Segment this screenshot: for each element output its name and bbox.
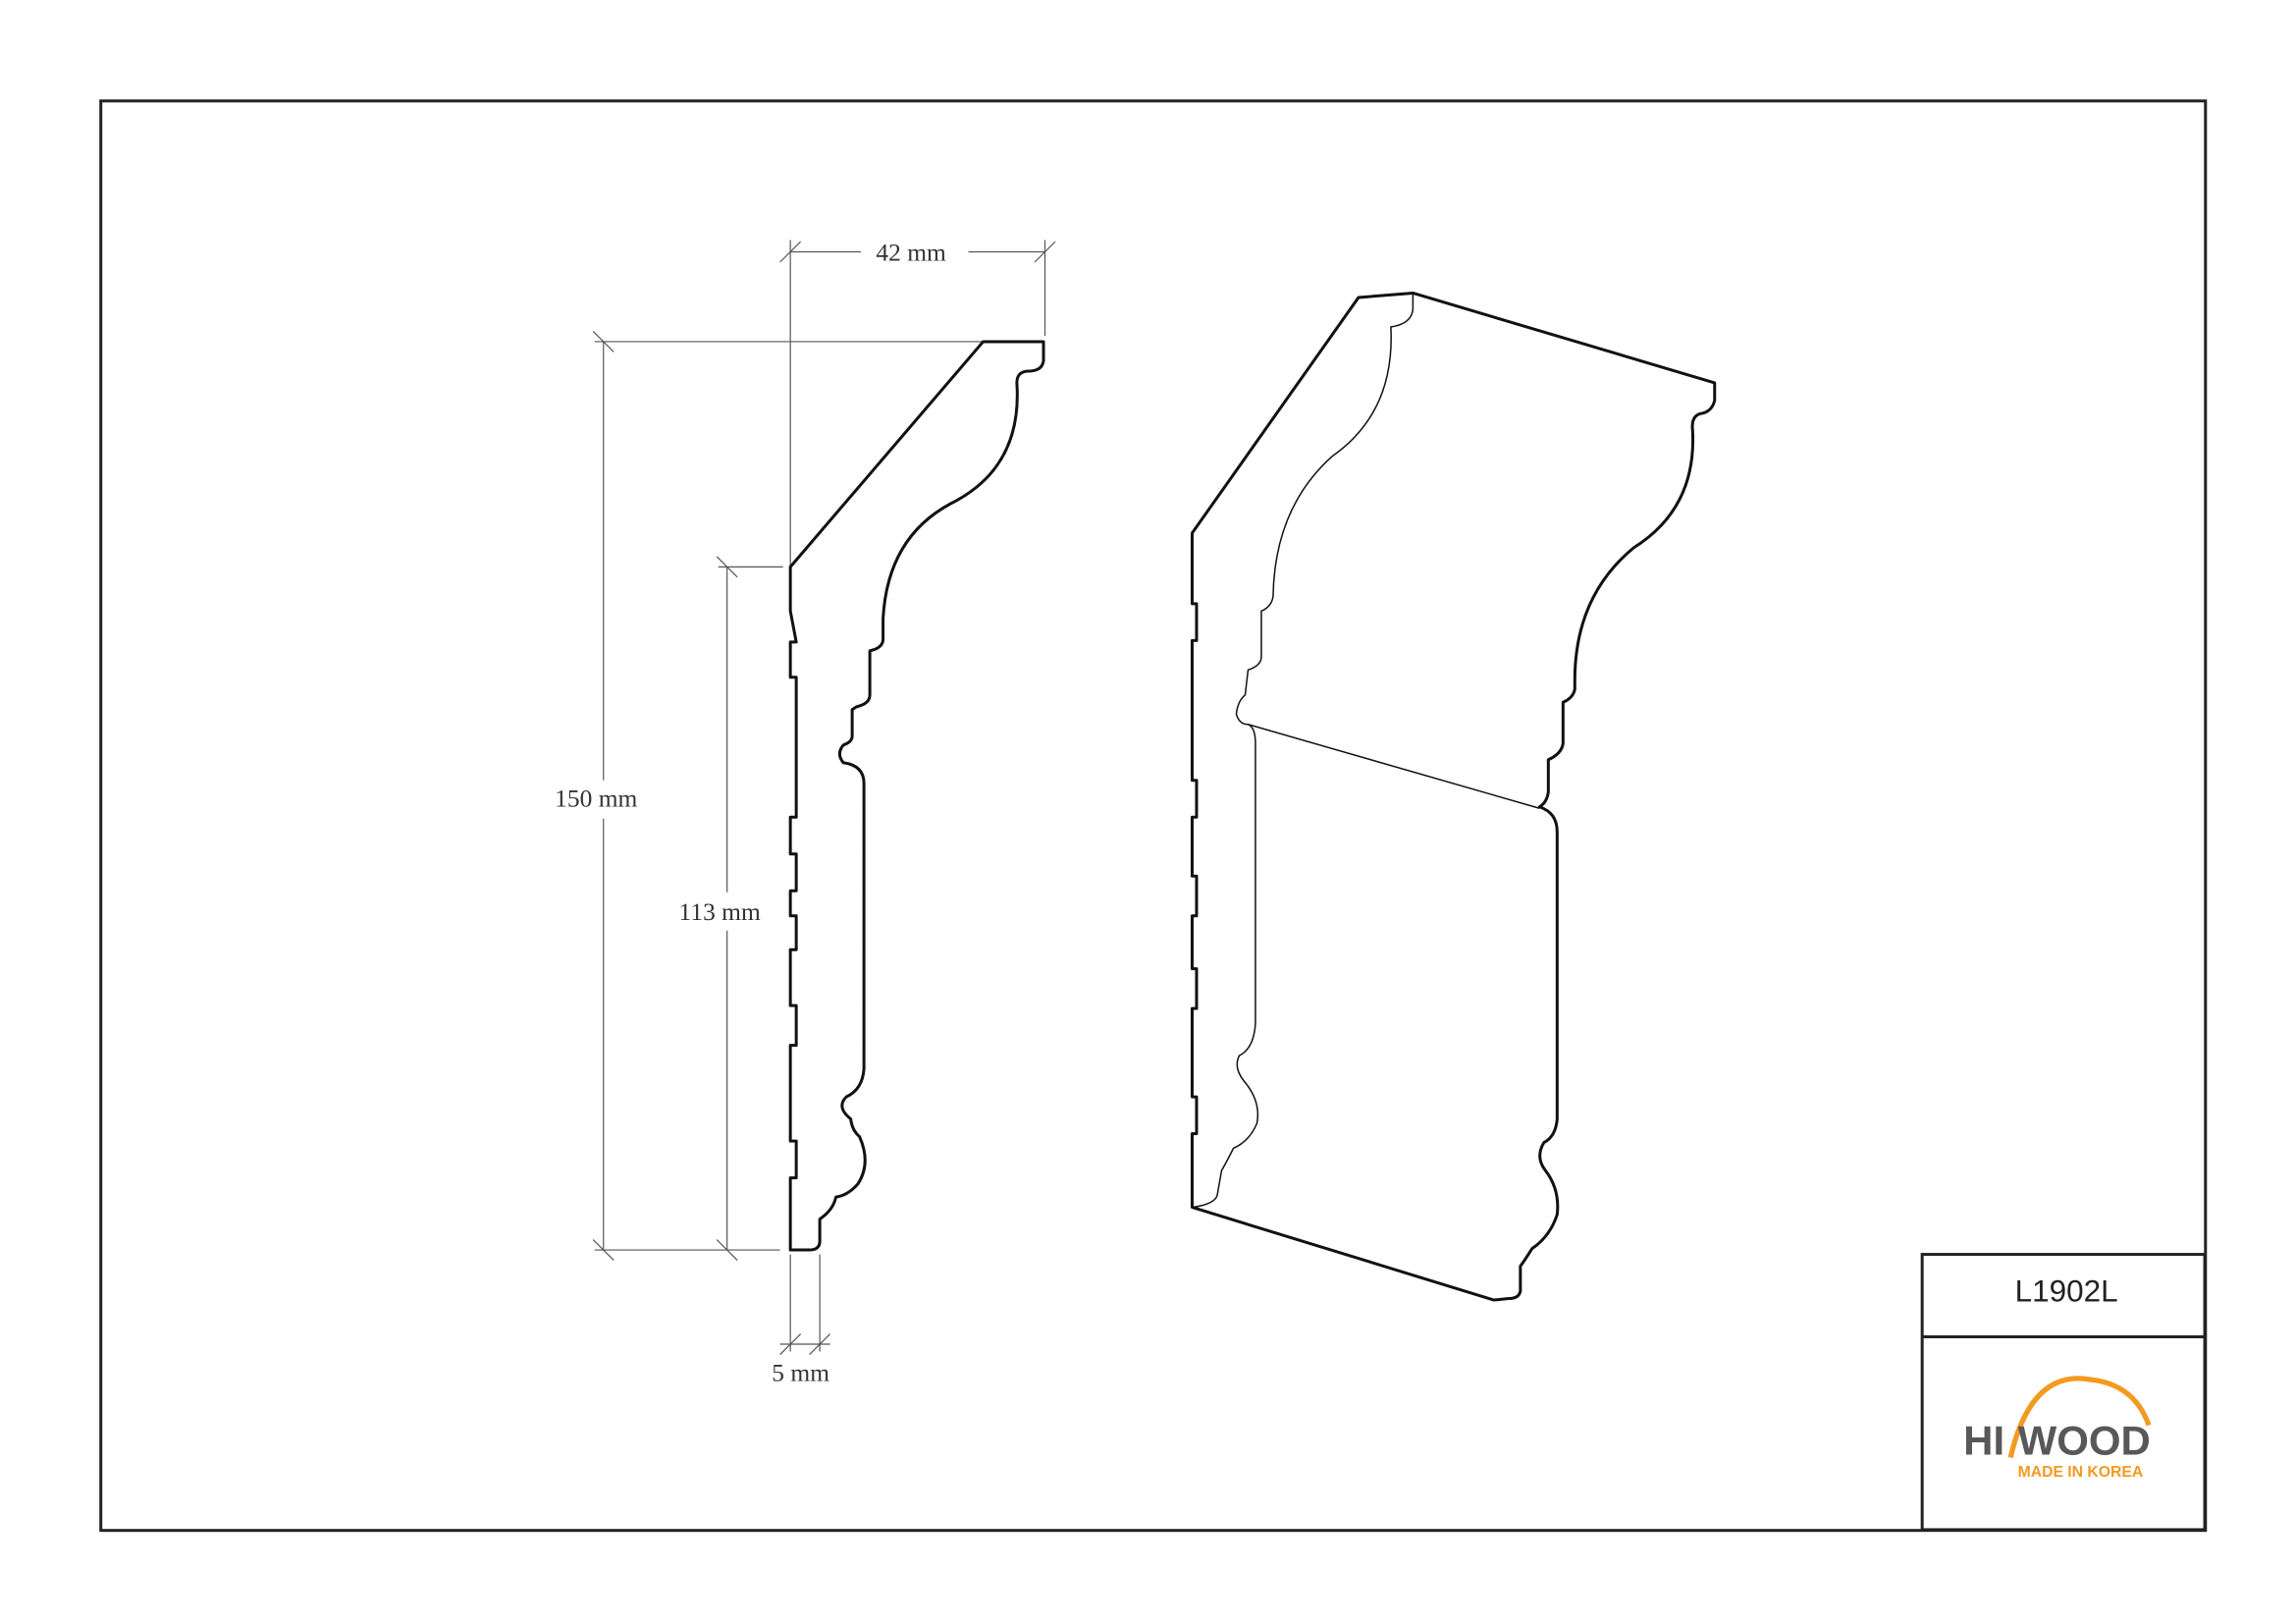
isometric-moulding-inner-lines — [1192, 293, 1540, 1209]
dimension-lines — [592, 240, 1056, 1355]
title-block — [1920, 1253, 2207, 1532]
logo-arc-icon — [2007, 1376, 2152, 1459]
dim-wall-height-label: 113 mm — [679, 897, 761, 926]
dim-width-label: 42 mm — [876, 238, 946, 266]
drawing-frame — [99, 99, 2208, 1533]
profile-cross-section — [788, 340, 1045, 1252]
hiwood-logo: HI WOOD MADE IN KOREA — [1963, 1376, 2152, 1481]
logo-brand-right: WOOD — [2018, 1417, 2151, 1463]
logo-tagline: MADE IN KOREA — [2018, 1464, 2144, 1481]
product-code: L1902L — [2015, 1274, 2118, 1309]
dim-base-label: 5 mm — [772, 1359, 829, 1387]
logo-brand-left: HI — [1963, 1417, 2004, 1463]
isometric-moulding-outline — [1190, 291, 1717, 1302]
dim-height-label: 150 mm — [555, 785, 637, 813]
